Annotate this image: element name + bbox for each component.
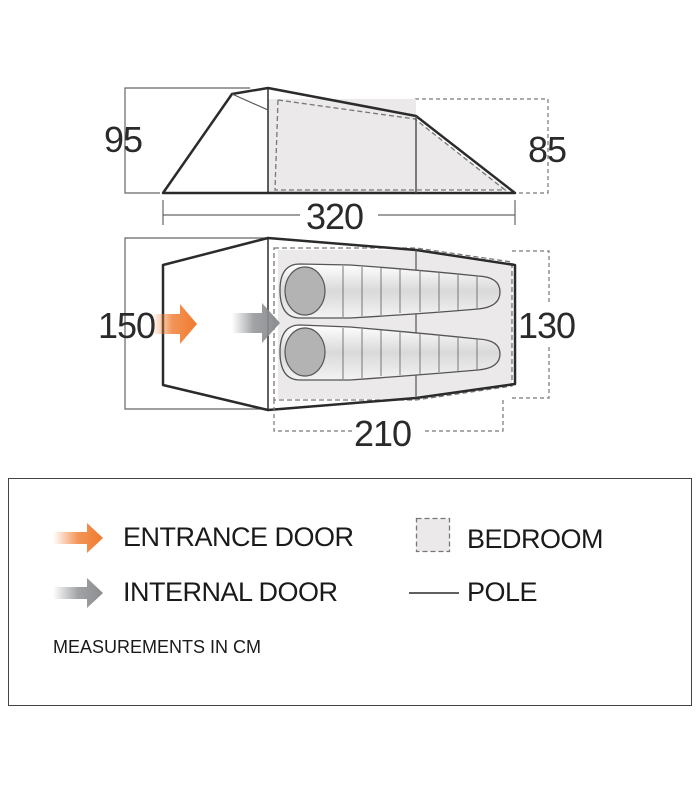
tent-floor-outline	[161, 236, 517, 412]
sleeping-bag-bottom	[279, 324, 501, 381]
internal-door-arrow-icon	[232, 303, 280, 343]
bedroom-width-label: 130	[518, 305, 575, 346]
bedroom-length-label: 210	[354, 413, 411, 454]
bedroom-length-dimension-line	[273, 400, 504, 432]
legend-box: ENTRANCE DOOR INTERNAL DOOR BEDROOM POLE…	[8, 478, 692, 706]
bedroom-side-rear	[416, 120, 508, 190]
bedroom-side-dashed-outline	[274, 99, 507, 191]
measurements-note: MEASUREMENTS IN CM	[53, 637, 262, 657]
rear-height-dimension-line	[415, 98, 549, 194]
width-label: 150	[98, 305, 155, 346]
front-height-label: 95	[104, 119, 142, 160]
line-icon	[409, 592, 459, 594]
entrance-door-arrow-icon	[152, 304, 197, 344]
bedroom-label: BEDROOM	[467, 524, 604, 554]
floor-plan: 150	[98, 236, 580, 454]
front-height-dimension-line	[124, 87, 250, 194]
tent-side-outline	[161, 86, 517, 195]
entrance-door-label: ENTRANCE DOOR	[123, 522, 354, 552]
side-elevation: 95 85	[104, 86, 567, 195]
inner-peak-line	[231, 93, 269, 111]
tent-floorplan-diagram: 95 85 320 150	[98, 86, 580, 454]
length-label: 320	[306, 196, 363, 237]
width-dimension-line	[124, 237, 268, 410]
dashed-square-icon	[415, 517, 451, 553]
grey-arrow-icon	[53, 578, 103, 608]
orange-arrow-icon	[53, 523, 103, 553]
pole-label: POLE	[467, 577, 538, 607]
sleeping-bag-top	[279, 263, 501, 319]
bedroom-side-area	[268, 99, 416, 193]
rear-height-label: 85	[528, 129, 566, 170]
internal-door-label: INTERNAL DOOR	[123, 577, 338, 607]
length-dimension: 320	[162, 196, 516, 237]
